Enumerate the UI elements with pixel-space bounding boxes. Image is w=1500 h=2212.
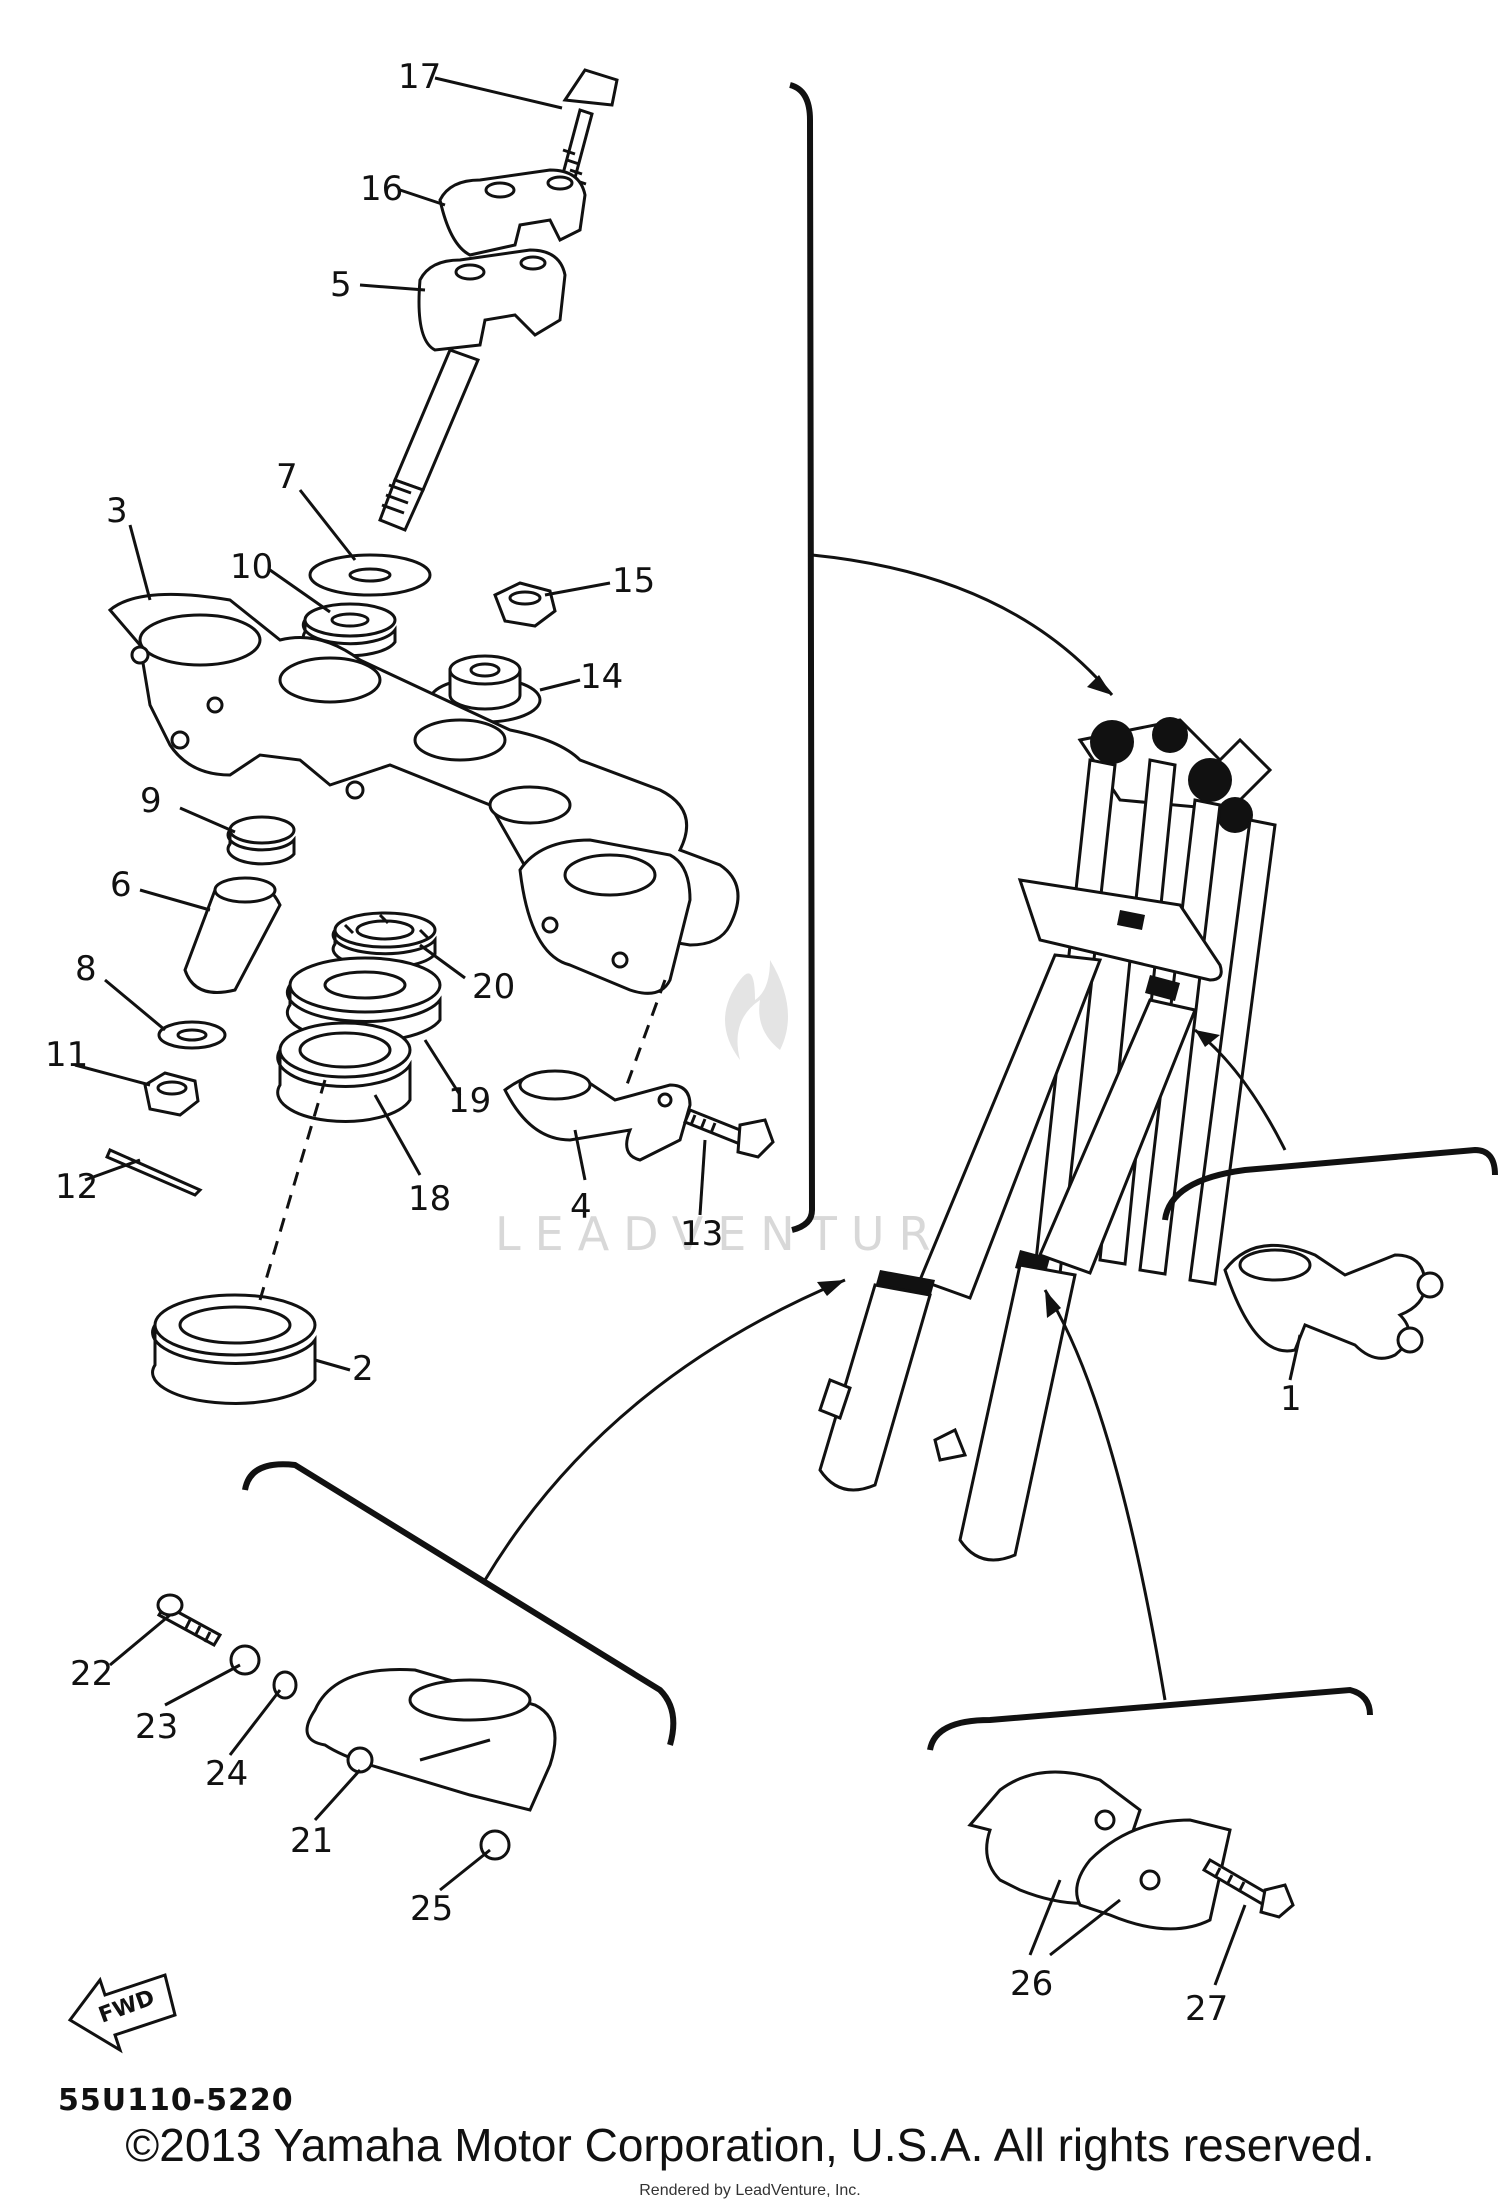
- bolt-22: [156, 1593, 223, 1648]
- stay-1: [1223, 1243, 1444, 1360]
- front-fork-assembly: [818, 717, 1277, 1562]
- label-1: 1: [1280, 1379, 1302, 1419]
- leader-lines-left: [74, 76, 707, 1372]
- diagram-code: 55U110-5220: [58, 2083, 294, 2118]
- label-11: 11: [45, 1035, 88, 1075]
- label-20: 20: [472, 967, 515, 1007]
- label-23: 23: [135, 1707, 178, 1747]
- label-19: 19: [448, 1081, 491, 1121]
- washer-7: [308, 553, 432, 597]
- callout-labels: 17 16 5 7 3 10 15 14 9 6 20 8 11 19 4 13…: [45, 57, 1302, 2029]
- screw-27: [1201, 1857, 1295, 1919]
- assembly-bracket: [789, 82, 816, 1233]
- bracket-part-1: [1162, 1146, 1498, 1221]
- label-17: 17: [398, 57, 441, 97]
- bolt-17: [558, 68, 619, 191]
- leader-1: [1288, 1334, 1302, 1381]
- label-10: 10: [230, 547, 273, 587]
- label-9: 9: [140, 781, 162, 821]
- nut-11: [143, 1071, 200, 1117]
- label-18: 18: [408, 1179, 451, 1219]
- bearing-18: [276, 1021, 412, 1123]
- arrow-to-fork-boot: [483, 1278, 846, 1581]
- bracket-lower-left: [242, 1461, 677, 1746]
- label-13: 13: [680, 1214, 723, 1254]
- handlebar-holder-5: [378, 248, 567, 532]
- handlebar-holder-cap-16: [438, 168, 587, 257]
- upper-bracket-3-clamp: [518, 838, 692, 995]
- clamp-26: [967, 1770, 1232, 1931]
- washer-9: [226, 815, 296, 866]
- label-16: 16: [360, 169, 403, 209]
- bolt-13: [683, 1108, 775, 1159]
- arrow-to-fork-top: [811, 553, 1114, 696]
- leader-lines-lower-left: [109, 1613, 491, 1892]
- washer-23: [229, 1644, 261, 1676]
- washer-8: [157, 1020, 227, 1050]
- copyright-notice: ©2013 Yamaha Motor Corporation, U.S.A. A…: [125, 2119, 1375, 2171]
- label-12: 12: [55, 1167, 98, 1207]
- label-3: 3: [106, 491, 128, 531]
- rendered-by-notice: Rendered by LeadVenture, Inc.: [639, 2182, 861, 2199]
- label-27: 27: [1185, 1989, 1228, 2029]
- label-7: 7: [276, 457, 298, 497]
- cotter-pin-12: [105, 1148, 203, 1197]
- fwd-arrow-icon: FWD: [67, 1973, 177, 2054]
- watermark: LEADVENTURE: [495, 960, 988, 1261]
- label-6: 6: [110, 865, 132, 905]
- label-14: 14: [580, 657, 623, 697]
- label-8: 8: [75, 949, 97, 989]
- label-22: 22: [70, 1654, 113, 1694]
- label-21: 21: [290, 1821, 333, 1861]
- label-25: 25: [410, 1889, 453, 1929]
- clamp-21: [305, 1668, 557, 1812]
- nut-15: [493, 581, 557, 628]
- label-5: 5: [330, 265, 352, 305]
- stay-4: [503, 1069, 692, 1162]
- label-4: 4: [570, 1187, 592, 1227]
- label-24: 24: [205, 1754, 248, 1794]
- label-2: 2: [352, 1349, 374, 1389]
- bearing-2: [151, 1293, 317, 1405]
- label-15: 15: [612, 561, 655, 601]
- watermark-text: LEADVENTURE: [495, 1207, 988, 1261]
- collar-6: [183, 876, 282, 994]
- arrow-to-fork-lower: [1043, 1289, 1167, 1701]
- label-26: 26: [1010, 1964, 1053, 2004]
- bracket-lower-right: [927, 1686, 1373, 1751]
- leader-lines-lower-right: [1028, 1879, 1247, 1986]
